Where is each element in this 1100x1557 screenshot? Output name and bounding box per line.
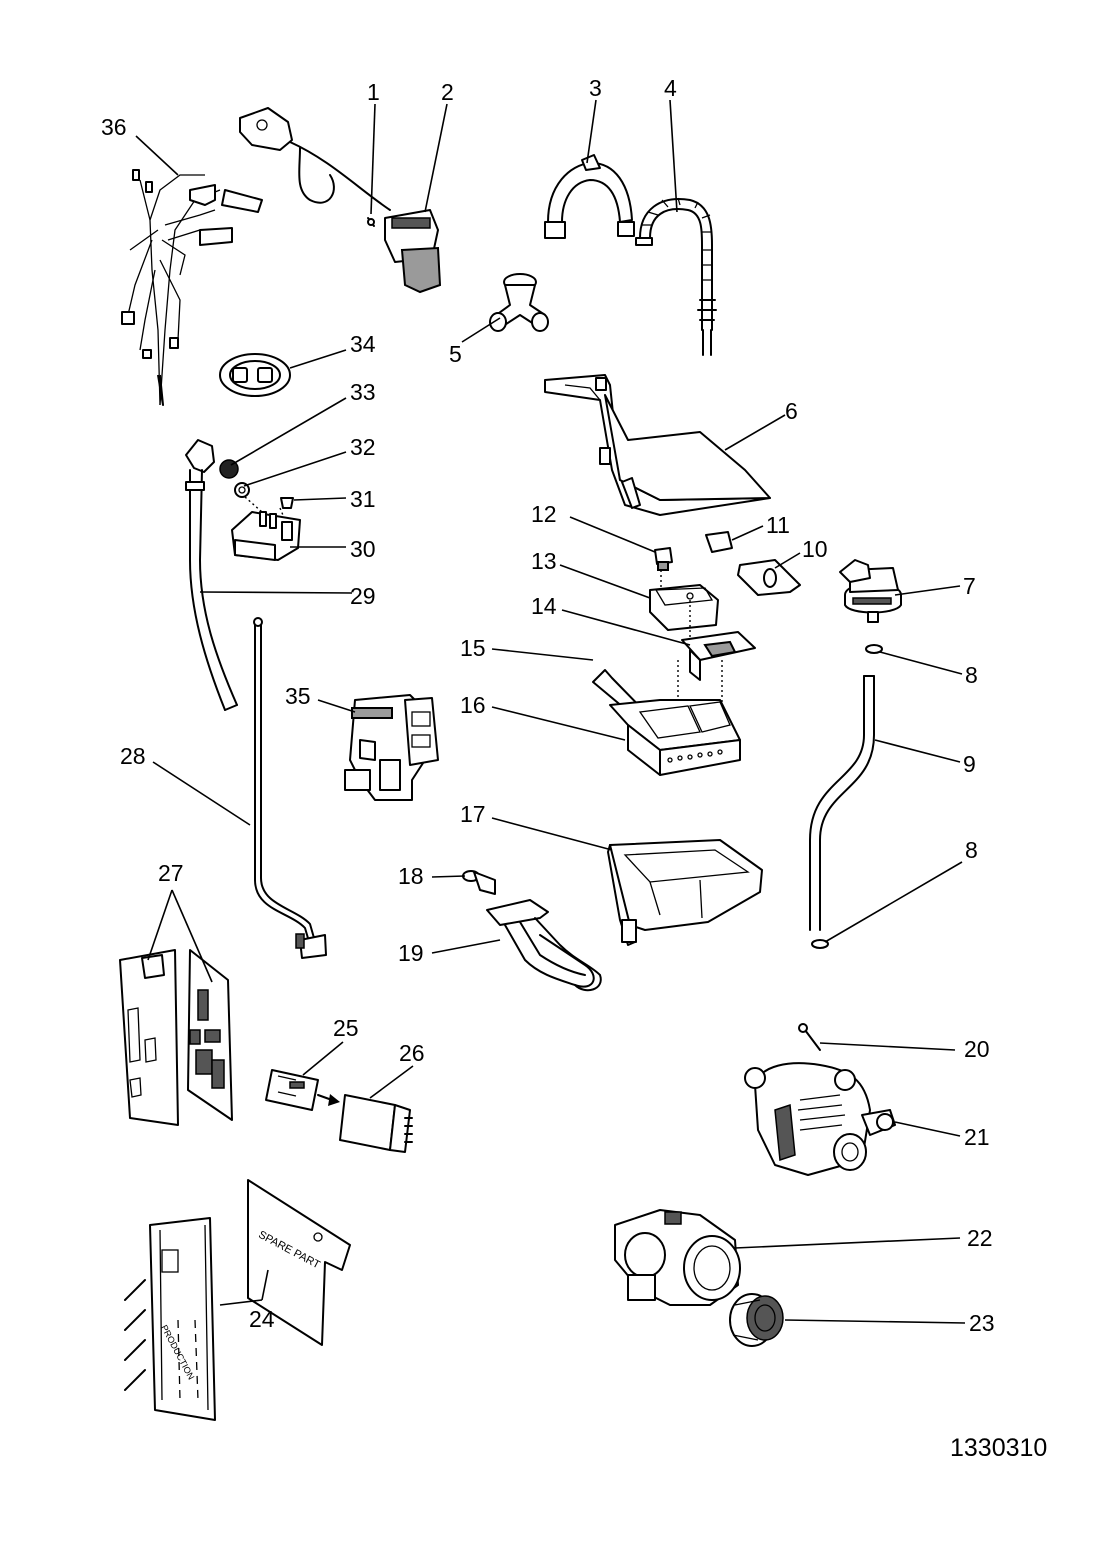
part-27-control-board [119,949,233,1126]
part-14-siphon-insert [681,631,756,681]
label-part-22: 22 [967,1225,993,1251]
part-12-cap [654,547,673,571]
label-part-23: 23 [969,1310,995,1336]
part-30-pressure-block [231,511,301,561]
label-part-34: 34 [350,331,376,357]
label-part-16: 16 [460,692,486,718]
label-part-1: 1 [367,79,380,105]
label-part-19: 19 [398,940,424,966]
label-part-3: 3 [589,75,602,101]
label-part-25: 25 [333,1015,359,1041]
part-2-power-cord-filter [239,107,442,294]
label-part-10: 10 [802,536,828,562]
label-part-15: 15 [460,635,486,661]
drawing-number: 1330310 [950,1434,1048,1462]
part-25-label [265,1069,319,1111]
part-29-hose [185,439,238,711]
part-35-door-lock [344,694,439,801]
part-7-pressure-switch [839,559,902,623]
label-part-18: 18 [398,863,424,889]
part-4-drain-hose [635,197,717,356]
label-part-11: 11 [766,512,790,538]
label-part-13: 13 [531,548,557,574]
part-5-y-connector [489,273,549,332]
part-6-dispenser-cover [544,374,771,516]
label-part-12: 12 [531,501,557,527]
leader-lines [135,99,966,1324]
part-8-clamp-bottom [811,939,829,949]
label-part-20: 20 [964,1036,990,1062]
part-31-plug [280,497,294,509]
label-part-2: 2 [441,79,454,105]
part-34-grommet [219,353,291,397]
part-28-earth-cable [253,617,327,959]
label-part-14: 14 [531,593,557,619]
label-part-17: 17 [460,801,486,827]
part-36-wiring-harness [121,169,263,406]
label-part-32: 32 [350,434,376,460]
part-17-dispenser-tray [607,839,763,946]
part-19-heating-element [486,899,602,992]
part-21-motor [744,1062,896,1176]
label-part-31: 31 [350,486,376,512]
part-18-sensor [462,870,496,895]
label-part-24: 24 [249,1306,275,1332]
label-part-8-top: 8 [965,662,978,688]
label-part-4: 4 [664,75,677,101]
part-11-cap [705,531,733,553]
label-part-35: 35 [285,683,311,709]
part-22-drain-pump [614,1209,741,1306]
label-part-33: 33 [350,379,376,405]
label-part-7: 7 [963,573,976,599]
label-part-6: 6 [785,398,798,424]
label-part-8-bottom: 8 [965,837,978,863]
label-part-30: 30 [350,536,376,562]
label-part-5: 5 [449,341,462,367]
part-13-siphon [649,584,719,631]
label-part-27: 27 [158,860,184,886]
label-part-29: 29 [350,583,376,609]
label-part-21: 21 [964,1124,990,1150]
label-part-9: 9 [963,751,976,777]
part-26-eeprom [339,1094,413,1153]
part-10-siphon-cover [737,559,801,596]
part-3-hose-guide [544,154,635,239]
part-1-screw [367,217,375,227]
part-9-pressure-tube [809,675,875,931]
part-23-pump-filter [729,1293,784,1347]
part-8-clamp-top [865,644,883,654]
part-33-gasket [219,459,239,479]
label-part-26: 26 [399,1040,425,1066]
label-part-36: 36 [101,114,127,140]
label-part-28: 28 [120,743,146,769]
part-32-washer [234,482,250,498]
part-24-documents [124,1179,351,1421]
part-16-detergent-drawer [609,699,741,776]
part-20-screw [798,1023,821,1051]
